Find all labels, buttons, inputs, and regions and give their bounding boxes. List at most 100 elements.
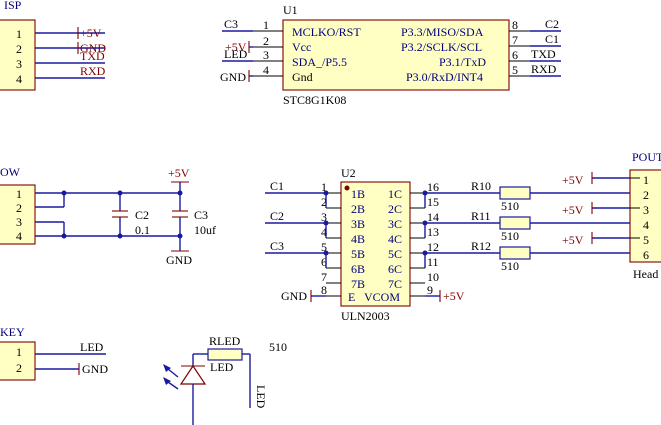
u1-pin-2-name: Vcc [292, 40, 311, 54]
c2-value: 0.1 [135, 223, 150, 237]
u1-pin-7: 7 [512, 33, 518, 47]
u2-pin-10-name: 7C [388, 277, 402, 291]
u1-net-txd: TXD [531, 47, 556, 61]
key-connector: KEY 1 2 LED GND [0, 325, 108, 381]
u2-pin-14: 14 [427, 210, 439, 224]
u2-pin-7: 7 [321, 270, 327, 284]
u1-pin-4: 4 [263, 63, 269, 77]
u1-net-c3: C3 [224, 17, 238, 31]
pow-pin-3: 3 [16, 215, 22, 229]
pout-pin-5: 5 [643, 233, 649, 247]
r10-body [499, 186, 531, 200]
u2-ref: U2 [341, 166, 356, 180]
isp-pin-3: 3 [16, 57, 22, 71]
u1-net-c1: C1 [545, 32, 559, 46]
pout-connector: POUT 1 2 3 4 5 6 +5V +5V +5V Head [562, 150, 661, 281]
key-pin-2: 2 [16, 361, 22, 375]
pow-pin-1: 1 [16, 187, 22, 201]
u2-pin-5: 5 [321, 240, 327, 254]
isp-net-2: GND [80, 41, 106, 55]
u2-pin-15: 15 [427, 195, 439, 209]
u2-pin-8-name: E [348, 290, 355, 304]
r11-body [499, 216, 531, 230]
u2-pin-1-name: 1B [351, 187, 365, 201]
u1-ref: U1 [283, 3, 298, 17]
led-net-label: LED [254, 385, 268, 409]
pout-pin-4: 4 [643, 218, 649, 232]
u2-part: ULN2003 [341, 309, 390, 323]
u2-input-c1: C1 [270, 179, 284, 193]
r12-ref: R12 [471, 239, 491, 253]
u1-net-led: LED [224, 47, 248, 61]
r12-value: 510 [501, 259, 519, 273]
u2-pin-3-name: 3B [351, 217, 365, 231]
u1-net-c2: C2 [545, 17, 559, 31]
u1-pin-4-name: Gnd [292, 70, 313, 84]
pout-pin-3: 3 [643, 203, 649, 217]
u1-pin-6: 6 [512, 48, 518, 62]
isp-body [0, 19, 36, 91]
rled-body [207, 348, 243, 361]
c3-value: 10uf [194, 223, 216, 237]
u2-pin-3: 3 [321, 210, 327, 224]
led-indicator: RLED 510 LED LED [163, 334, 287, 425]
u2-pin-2-name: 2B [351, 202, 365, 216]
u2-chip: U2 1 2 3 4 5 6 7 8 1B 2B 3B 4B 5B 6B 7B … [265, 166, 500, 323]
u1-pin-3-name: SDA_/P5.5 [292, 55, 347, 69]
pout-pin-1: 1 [643, 173, 649, 187]
isp-connector: ISP 1 2 3 4 +5V GND TXD RXD [0, 0, 106, 91]
u2-gnd: GND [281, 289, 307, 303]
rled-ref: RLED [209, 334, 241, 348]
pout-pin-6: 6 [643, 248, 649, 262]
c2-ref: C2 [135, 208, 149, 222]
u2-pin-15-name: 2C [388, 202, 402, 216]
led-emission-arrows-icon [163, 364, 179, 390]
u2-pin-13-name: 4C [388, 232, 402, 246]
u1-pin-2: 2 [263, 34, 269, 48]
pow-pin-2: 2 [16, 201, 22, 215]
r11-ref: R11 [471, 209, 491, 223]
key-pin-1: 1 [16, 345, 22, 359]
u2-pin-13: 13 [427, 225, 439, 239]
key-net-led: LED [80, 340, 104, 354]
isp-pin-4: 4 [16, 72, 22, 86]
u2-pin-16-name: 1C [388, 187, 402, 201]
u1-net-gnd: GND [220, 70, 246, 84]
pout-supply-1: +5V [562, 173, 584, 187]
u2-pin-12-name: 5C [388, 247, 402, 261]
u1-pin-5: 5 [512, 63, 518, 77]
r12-body [499, 246, 531, 260]
u2-input-c3: C3 [270, 239, 284, 253]
isp-net-3: TXD [80, 49, 105, 63]
pout-footer: Head [633, 267, 658, 281]
u2-pin-5-name: 5B [351, 247, 365, 261]
u1-chip: U1 1 2 3 4 MCLKO/RST Vcc SDA_/P5.5 Gnd C… [220, 3, 561, 107]
pow-vcc-label: +5V [168, 166, 190, 180]
r10-ref: R10 [471, 179, 491, 193]
u1-pin-8: 8 [512, 18, 518, 32]
u2-pin-1: 1 [321, 180, 327, 194]
pout-body [629, 169, 661, 263]
pow-pin-4: 4 [16, 229, 22, 243]
led-diode-icon [179, 364, 207, 385]
u2-pin-9-name: VCOM [364, 290, 400, 304]
pow-gnd-label: GND [166, 253, 192, 267]
u2-input-c2: C2 [270, 209, 284, 223]
isp-net-4: RXD [80, 64, 106, 78]
u2-body [340, 181, 411, 307]
u1-body [282, 19, 510, 91]
key-body [0, 341, 36, 381]
isp-pin-1: 1 [16, 27, 22, 41]
u1-pin-1: 1 [263, 18, 269, 32]
u2-pin-16: 16 [427, 180, 439, 194]
u1-pin-7-name: P3.2/SCLK/SCL [401, 40, 482, 54]
u2-pin-9: 9 [427, 283, 433, 297]
r10-value: 510 [501, 199, 519, 213]
u2-pin-11-name: 6C [388, 262, 402, 276]
rled-value: 510 [269, 340, 287, 354]
u2-pin-6: 6 [321, 255, 327, 269]
output-resistors: R10 R11 R12 510 510 510 [471, 179, 630, 273]
pow-ref: OW [0, 165, 21, 179]
r11-value: 510 [501, 229, 519, 243]
